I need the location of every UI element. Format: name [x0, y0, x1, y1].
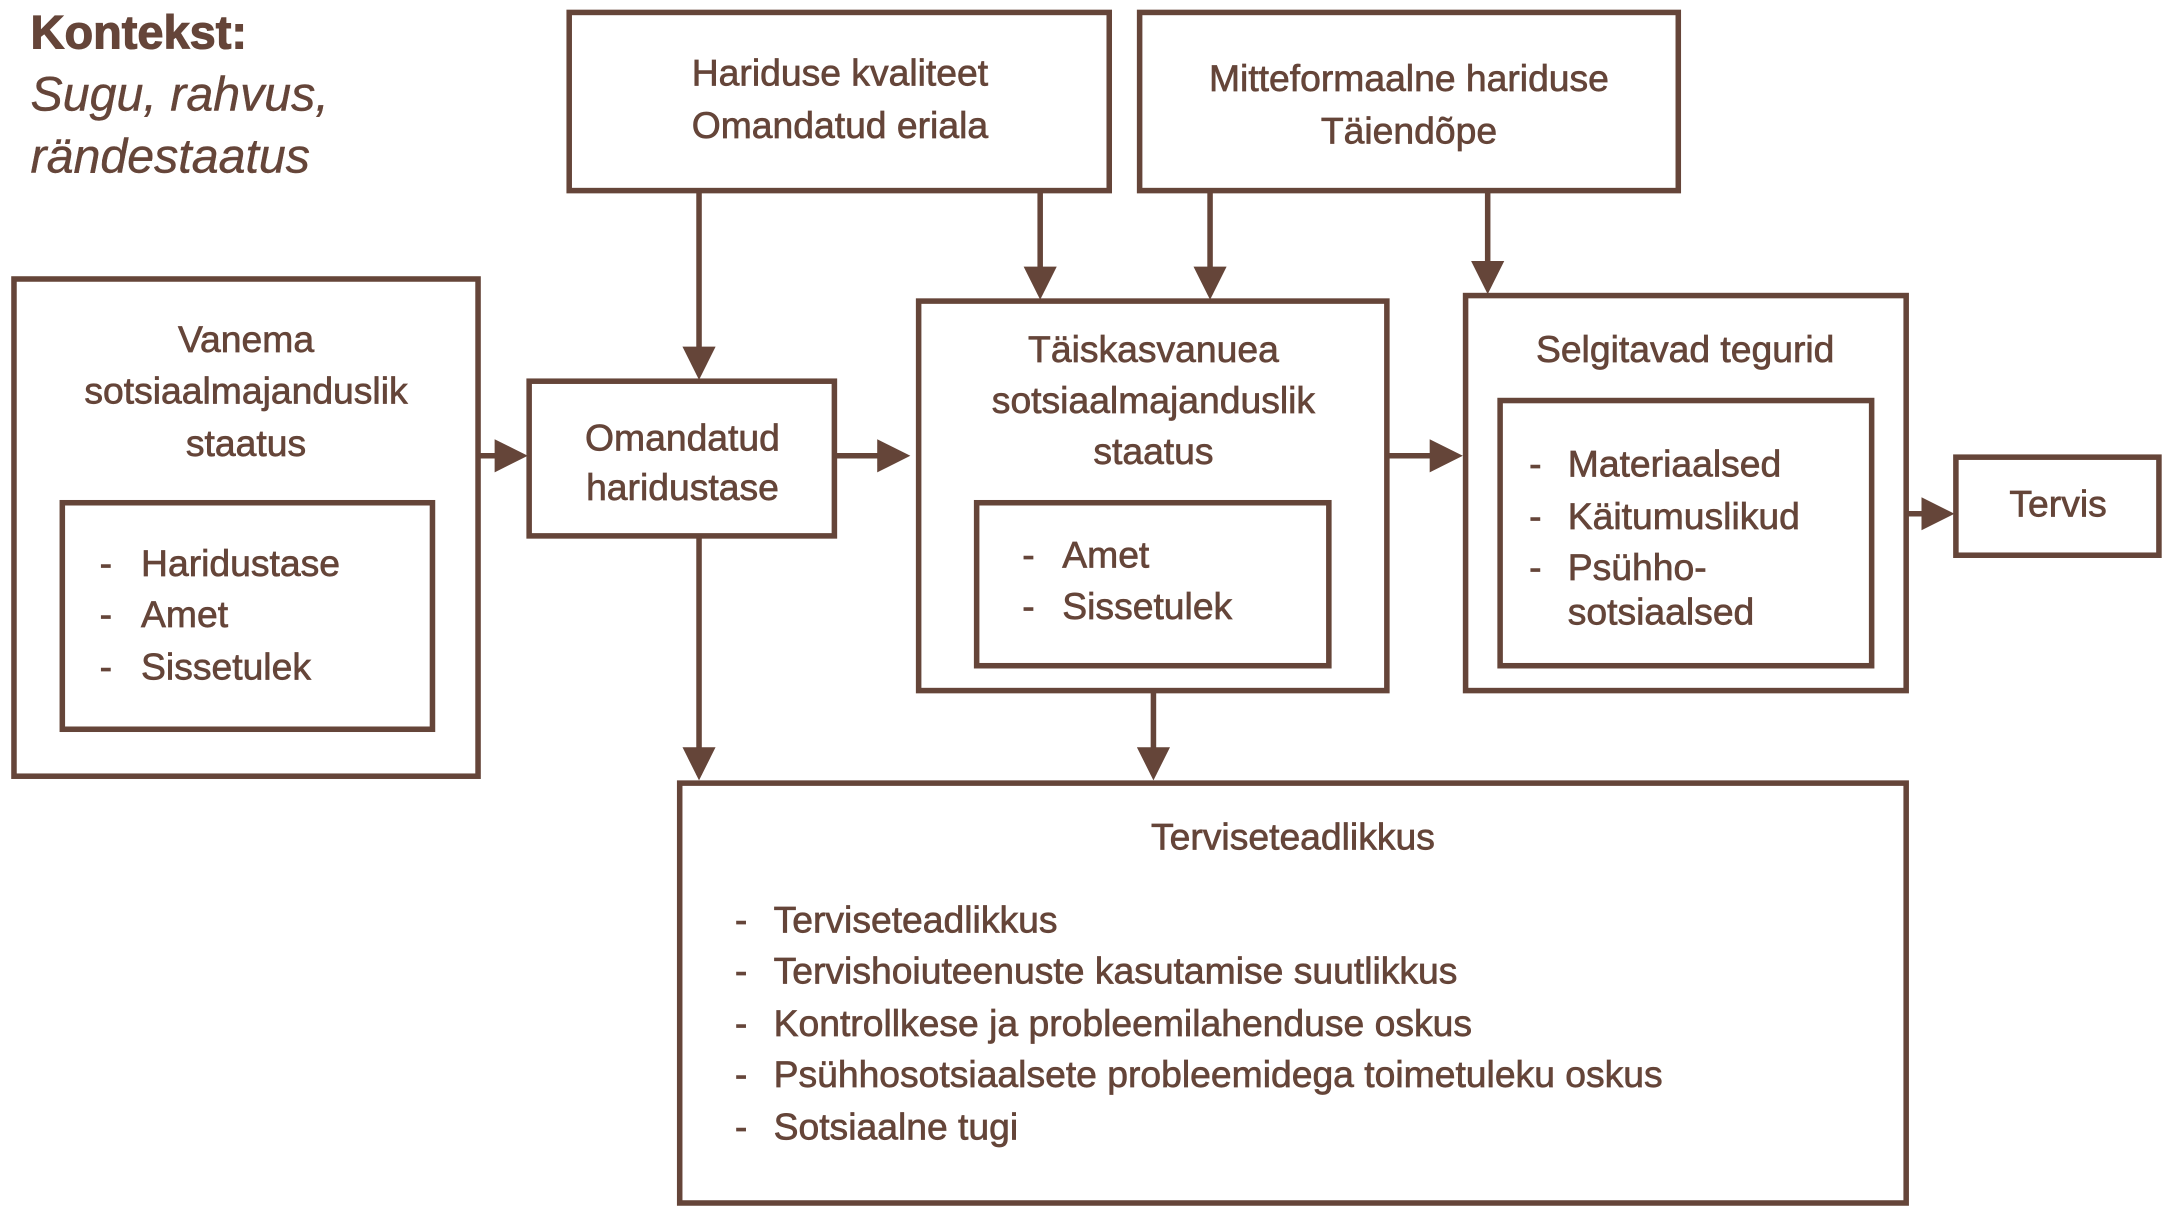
list-item: Käitumuslikud — [1568, 495, 1800, 537]
bullet: - — [100, 542, 112, 584]
box-title: Terviseteadlikkus — [1151, 815, 1435, 857]
context-label: Kontekst: Sugu, rahvus, rändestaatus — [30, 5, 329, 184]
box-title: Selgitavad tegurid — [1536, 328, 1834, 370]
context-line: rändestaatus — [31, 130, 310, 184]
context-title: Kontekst: — [31, 5, 247, 58]
bullet: - — [735, 949, 747, 991]
box-title: Tervis — [2009, 483, 2106, 525]
bullet: - — [735, 1002, 747, 1044]
bullet: - — [735, 1105, 747, 1147]
box-label: Mitteformaalne hariduse — [1209, 57, 1609, 99]
box-health: Tervis — [1953, 454, 2162, 558]
list-item: Sotsiaalne tugi — [774, 1105, 1019, 1147]
list-item: Sissetulek — [141, 646, 311, 688]
box-label: staatus — [186, 422, 306, 464]
list-item: Amet — [141, 593, 229, 635]
box-health-literacy: Terviseteadlikkus - Terviseteadlikkus - … — [676, 780, 1909, 1206]
list-item: Haridustase — [141, 542, 340, 584]
bullet: - — [100, 593, 112, 635]
list-item: Amet — [1062, 534, 1150, 576]
box-explanatory-factors: Selgitavad tegurid - Materiaalsed - Käit… — [1462, 292, 1909, 694]
box-label: Hariduse kvaliteet — [692, 52, 989, 94]
box-label: haridustase — [586, 466, 779, 508]
bullet: - — [1529, 443, 1541, 485]
list-item: Sissetulek — [1062, 585, 1232, 627]
bullet: - — [735, 898, 747, 940]
list-item: Psühhosotsiaalsete probleemidega toimetu… — [774, 1053, 1663, 1095]
list-item: Kontrollkese ja probleemilahenduse oskus — [774, 1002, 1472, 1044]
bullet: - — [1022, 585, 1034, 627]
list-item: Terviseteadlikkus — [774, 898, 1058, 940]
list-item: Tervishoiuteenuste kasutamise suutlikkus — [774, 949, 1458, 991]
box-adult-ses: Täiskasvanuea sotsiaalmajanduslik staatu… — [915, 298, 1390, 694]
box-label: Omandatud — [585, 416, 780, 458]
bullet: - — [1022, 534, 1034, 576]
bullet: - — [1529, 546, 1541, 588]
bullet: - — [100, 646, 112, 688]
box-label: Täiendõpe — [1321, 110, 1497, 152]
box-label: sotsiaalmajanduslik — [992, 379, 1316, 421]
box-label: Omandatud eriala — [692, 104, 989, 146]
list-item: sotsiaalsed — [1568, 590, 1755, 632]
box-education-level: Omandatud haridustase — [526, 378, 838, 539]
box-label: Vanema — [178, 318, 314, 360]
context-line: Sugu, rahvus, — [31, 67, 329, 121]
bullet: - — [735, 1053, 747, 1095]
box-label: Täiskasvanuea — [1028, 328, 1279, 370]
box-nonformal-education: Mitteformaalne hariduse Täiendõpe — [1136, 9, 1682, 194]
arrows — [478, 190, 1955, 781]
list-item: Materiaalsed — [1568, 443, 1781, 485]
box-education-quality: Hariduse kvaliteet Omandatud eriala — [566, 9, 1113, 194]
box-label: staatus — [1093, 430, 1213, 472]
box-label: sotsiaalmajanduslik — [84, 369, 408, 411]
box-parent-ses: Vanema sotsiaalmajanduslik staatus - Har… — [11, 276, 481, 779]
list-item: Psühho- — [1568, 546, 1707, 588]
bullet: - — [1529, 495, 1541, 537]
